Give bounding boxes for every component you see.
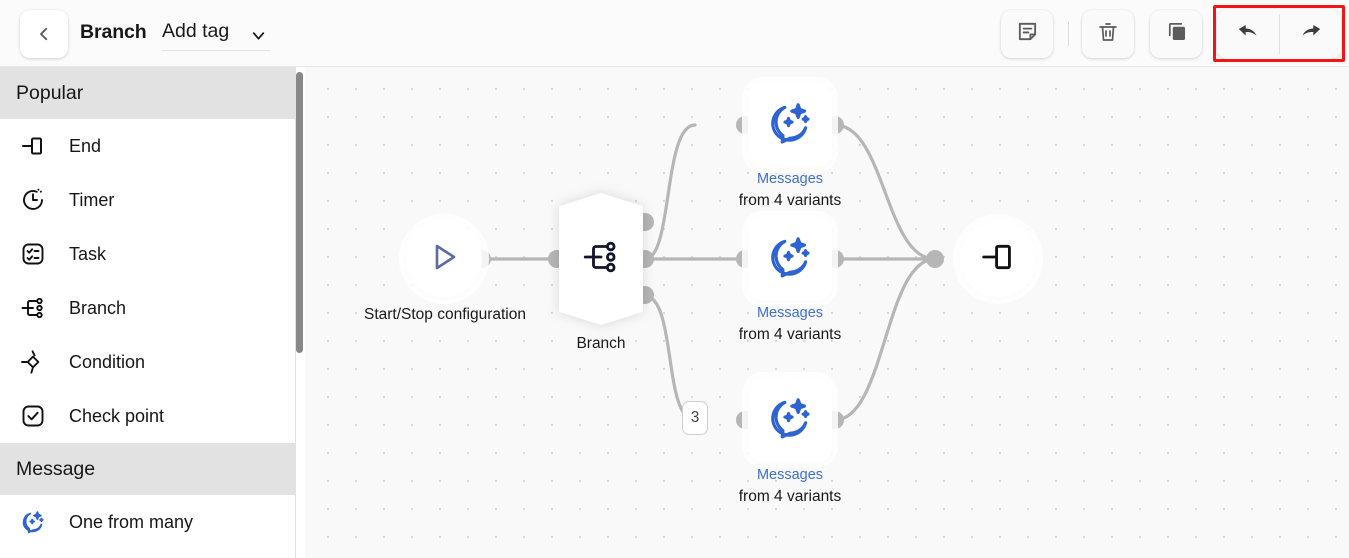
node-message-3-label: from 4 variants bbox=[738, 488, 842, 505]
message-sparkle-icon bbox=[764, 231, 816, 288]
node-message-1-accent-label: Messages bbox=[756, 171, 824, 187]
back-button[interactable] bbox=[20, 10, 68, 58]
app-header: Branch Add tag bbox=[0, 0, 1349, 67]
delete-button[interactable] bbox=[1082, 10, 1134, 58]
node-message-1[interactable] bbox=[748, 83, 832, 167]
node-start[interactable] bbox=[406, 221, 482, 297]
flow-canvas[interactable]: Start/Stop configuration Branch 3 bbox=[305, 67, 1349, 558]
node-message-2-label: from 4 variants bbox=[738, 326, 842, 343]
redo-button[interactable] bbox=[1279, 9, 1341, 59]
page-title: Branch bbox=[80, 21, 147, 43]
node-start-label: Start/Stop configuration bbox=[364, 306, 526, 323]
sidebar-item-label: Task bbox=[69, 243, 107, 264]
note-button[interactable] bbox=[1001, 10, 1053, 58]
task-checklist-icon bbox=[18, 239, 48, 269]
undo-arrow-icon bbox=[1235, 18, 1262, 50]
node-message-3[interactable] bbox=[748, 378, 832, 462]
node-branch[interactable] bbox=[559, 193, 643, 325]
copy-icon bbox=[1165, 20, 1188, 48]
sidebar-item-condition[interactable]: Condition bbox=[0, 335, 295, 389]
sidebar-item-label: Condition bbox=[69, 351, 146, 372]
branch-icon bbox=[18, 293, 48, 323]
sidebar-item-check-point[interactable]: Check point bbox=[0, 389, 295, 443]
node-branch-label: Branch bbox=[576, 335, 626, 352]
chevron-left-icon bbox=[35, 25, 53, 43]
toolbar-divider bbox=[1068, 22, 1069, 46]
message-sparkle-icon bbox=[18, 507, 48, 537]
redo-arrow-icon bbox=[1297, 18, 1324, 50]
end-node-icon bbox=[978, 237, 1018, 282]
sidebar-item-one-from-many[interactable]: One from many bbox=[0, 495, 295, 549]
duplicate-button[interactable] bbox=[1150, 10, 1202, 58]
sidebar-item-task[interactable]: Task bbox=[0, 227, 295, 281]
sidebar-section-message: Message bbox=[0, 443, 295, 495]
sidebar-item-end[interactable]: End bbox=[0, 119, 295, 173]
check-point-icon bbox=[18, 401, 48, 431]
branch-icon bbox=[580, 236, 622, 283]
undo-redo-divider bbox=[1279, 14, 1280, 54]
trash-icon bbox=[1096, 20, 1120, 49]
branch-count-badge[interactable]: 3 bbox=[682, 401, 708, 435]
node-palette-sidebar: Popular End Timer bbox=[0, 67, 296, 558]
node-message-2-accent-label: Messages bbox=[756, 305, 824, 321]
timer-icon bbox=[18, 185, 48, 215]
note-icon bbox=[1016, 20, 1039, 48]
message-sparkle-icon bbox=[764, 392, 816, 449]
sidebar-item-label: Branch bbox=[69, 297, 127, 318]
sidebar-section-popular: Popular bbox=[0, 67, 295, 119]
node-message-2[interactable] bbox=[748, 217, 832, 301]
sidebar-item-label: Check point bbox=[69, 405, 165, 426]
undo-button[interactable] bbox=[1217, 9, 1279, 59]
node-message-1-label: from 4 variants bbox=[738, 192, 842, 209]
sidebar-item-label: One from many bbox=[69, 511, 194, 532]
add-tag-dropdown[interactable]: Add tag bbox=[162, 18, 270, 51]
sidebar-item-timer[interactable]: Timer bbox=[0, 173, 295, 227]
sidebar-item-branch[interactable]: Branch bbox=[0, 281, 295, 335]
play-icon bbox=[424, 237, 464, 282]
undo-redo-group bbox=[1217, 9, 1341, 59]
node-message-3-accent-label: Messages bbox=[756, 467, 824, 483]
end-node-icon bbox=[18, 131, 48, 161]
sidebar-item-label: End bbox=[69, 135, 102, 156]
message-sparkle-icon bbox=[764, 97, 816, 154]
add-tag-label: Add tag bbox=[162, 20, 230, 42]
sidebar-item-label: Timer bbox=[69, 189, 115, 210]
condition-diamond-icon bbox=[18, 347, 48, 377]
node-end[interactable] bbox=[960, 221, 1036, 297]
sidebar-scrollbar-thumb[interactable] bbox=[296, 72, 303, 353]
chevron-down-icon bbox=[249, 26, 268, 50]
